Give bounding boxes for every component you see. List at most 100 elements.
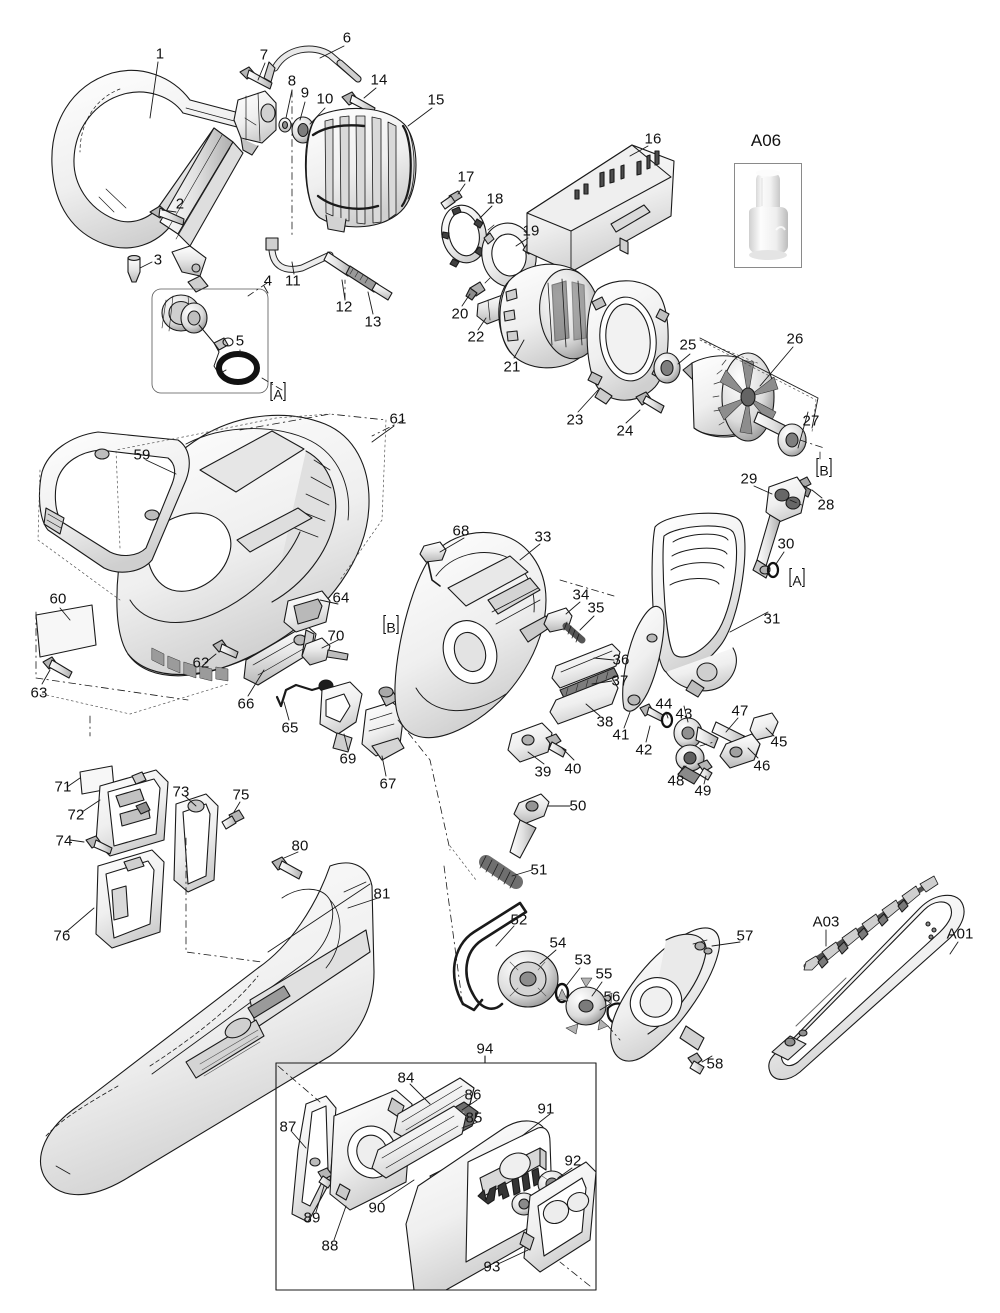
part-callout-94: 94 bbox=[476, 1040, 494, 1058]
part-39-sleeve bbox=[507, 722, 553, 763]
part-callout-92: 92 bbox=[564, 1152, 582, 1170]
a01-guide-bar bbox=[768, 894, 965, 1081]
part-59-cover-frame bbox=[38, 431, 190, 573]
part-callout-66: 66 bbox=[237, 695, 255, 713]
part-callout-25: 25 bbox=[679, 336, 697, 354]
part-callout-61: 61 bbox=[389, 410, 407, 428]
part-callout-17: 17 bbox=[457, 168, 475, 186]
part-callout-39: 39 bbox=[534, 763, 552, 781]
part-callout-45: 45 bbox=[770, 733, 788, 751]
part-callout-76: 76 bbox=[53, 927, 71, 945]
part-callout-67: 67 bbox=[379, 775, 397, 793]
part-callout-12: 12 bbox=[335, 298, 353, 316]
part-callout-46: 46 bbox=[753, 757, 771, 775]
part-callout-9: 9 bbox=[300, 84, 310, 102]
part-49-screw bbox=[697, 759, 713, 781]
part-callout-26: 26 bbox=[786, 330, 804, 348]
part-63-bolt bbox=[42, 656, 73, 679]
part-58-screw bbox=[687, 1052, 705, 1075]
reference-marker-a-handle: A bbox=[784, 566, 810, 595]
part-callout-50: 50 bbox=[569, 797, 587, 815]
part-75-screw bbox=[221, 809, 245, 830]
part-62-bolt bbox=[212, 639, 239, 659]
part-24-screw bbox=[635, 391, 665, 414]
part-callout-88: 88 bbox=[321, 1237, 339, 1255]
part-40-bolt bbox=[545, 733, 567, 758]
part-70-connector bbox=[301, 637, 349, 666]
part-callout-40: 40 bbox=[564, 760, 582, 778]
part-91-side-cover bbox=[405, 1120, 553, 1291]
part-35-spring bbox=[562, 621, 586, 644]
part-callout-91: 91 bbox=[537, 1100, 555, 1118]
part-callout-56: 56 bbox=[603, 988, 621, 1006]
part-9-washer bbox=[278, 117, 292, 133]
part-26-rotor bbox=[682, 352, 795, 442]
part-81-main-body bbox=[40, 862, 375, 1196]
part-callout-28: 28 bbox=[817, 496, 835, 514]
part-17-screw bbox=[440, 190, 463, 210]
assembly-label-a03: A03 bbox=[812, 913, 840, 931]
part-callout-71: 71 bbox=[54, 778, 72, 796]
part-57-sprocket-cover bbox=[610, 927, 720, 1062]
part-80-bolt bbox=[271, 856, 303, 880]
part-callout-8: 8 bbox=[287, 72, 297, 90]
part-callout-86: 86 bbox=[464, 1086, 482, 1104]
reference-marker-a-housing: A bbox=[265, 380, 291, 409]
part-callout-51: 51 bbox=[530, 861, 548, 879]
part-callout-44: 44 bbox=[655, 695, 673, 713]
part-51-spring bbox=[479, 855, 523, 889]
part-callout-16: 16 bbox=[644, 130, 662, 148]
ref-letter: B bbox=[386, 619, 396, 635]
part-27-bearing bbox=[777, 423, 807, 457]
part-callout-37: 37 bbox=[611, 672, 629, 690]
part-48-pivot bbox=[675, 744, 705, 785]
part-callout-55: 55 bbox=[595, 965, 613, 983]
part-55-sprocket bbox=[557, 977, 613, 1035]
part-callout-34: 34 bbox=[572, 586, 590, 604]
part-50-tension-screw bbox=[509, 793, 550, 859]
part-callout-52: 52 bbox=[510, 911, 528, 929]
part-callout-6: 6 bbox=[342, 29, 352, 47]
part-callout-1: 1 bbox=[155, 45, 165, 63]
part-callout-47: 47 bbox=[731, 702, 749, 720]
part-callout-68: 68 bbox=[452, 522, 470, 540]
part-callout-35: 35 bbox=[587, 599, 605, 617]
part-callout-21: 21 bbox=[503, 358, 521, 376]
part-13-nipple bbox=[345, 265, 393, 301]
part-33-right-housing bbox=[394, 531, 553, 739]
part-callout-49: 49 bbox=[694, 782, 712, 800]
part-73-screw-a bbox=[135, 801, 151, 815]
ref-bracket-icon bbox=[270, 381, 286, 402]
part-callout-29: 29 bbox=[740, 470, 758, 488]
part-74-screw bbox=[85, 835, 113, 855]
part-42-screw bbox=[639, 703, 664, 722]
photo-inset-a06 bbox=[734, 163, 802, 268]
part-callout-58: 58 bbox=[706, 1055, 724, 1073]
assembly-label-a01: A01 bbox=[946, 925, 974, 943]
photo-inset-label-a06: A06 bbox=[750, 131, 782, 150]
part-callout-15: 15 bbox=[427, 91, 445, 109]
part-84-rail bbox=[393, 1077, 475, 1141]
part-callout-70: 70 bbox=[327, 627, 345, 645]
part-callout-59: 59 bbox=[133, 446, 151, 464]
ref-bracket-icon bbox=[789, 567, 805, 588]
ref-bracket-icon bbox=[816, 457, 832, 478]
part-2-bolt bbox=[149, 205, 185, 226]
part-3-stud bbox=[127, 255, 141, 283]
part-callout-27: 27 bbox=[802, 412, 820, 430]
part-callout-64: 64 bbox=[332, 589, 350, 607]
part-callout-33: 33 bbox=[534, 528, 552, 546]
ref-letter: A bbox=[792, 572, 802, 588]
part-callout-60: 60 bbox=[49, 590, 67, 608]
part-callout-43: 43 bbox=[675, 705, 693, 723]
part-36-plate bbox=[551, 643, 621, 689]
part-52-brake-band bbox=[452, 901, 528, 1012]
part-callout-54: 54 bbox=[549, 934, 567, 952]
a03-saw-chain bbox=[803, 875, 939, 971]
part-callout-69: 69 bbox=[339, 750, 357, 768]
part-callout-74: 74 bbox=[55, 832, 73, 850]
part-callout-41: 41 bbox=[612, 726, 630, 744]
part-callout-89: 89 bbox=[303, 1209, 321, 1227]
part-callout-30: 30 bbox=[777, 535, 795, 553]
part-60-label-plate bbox=[35, 604, 97, 658]
